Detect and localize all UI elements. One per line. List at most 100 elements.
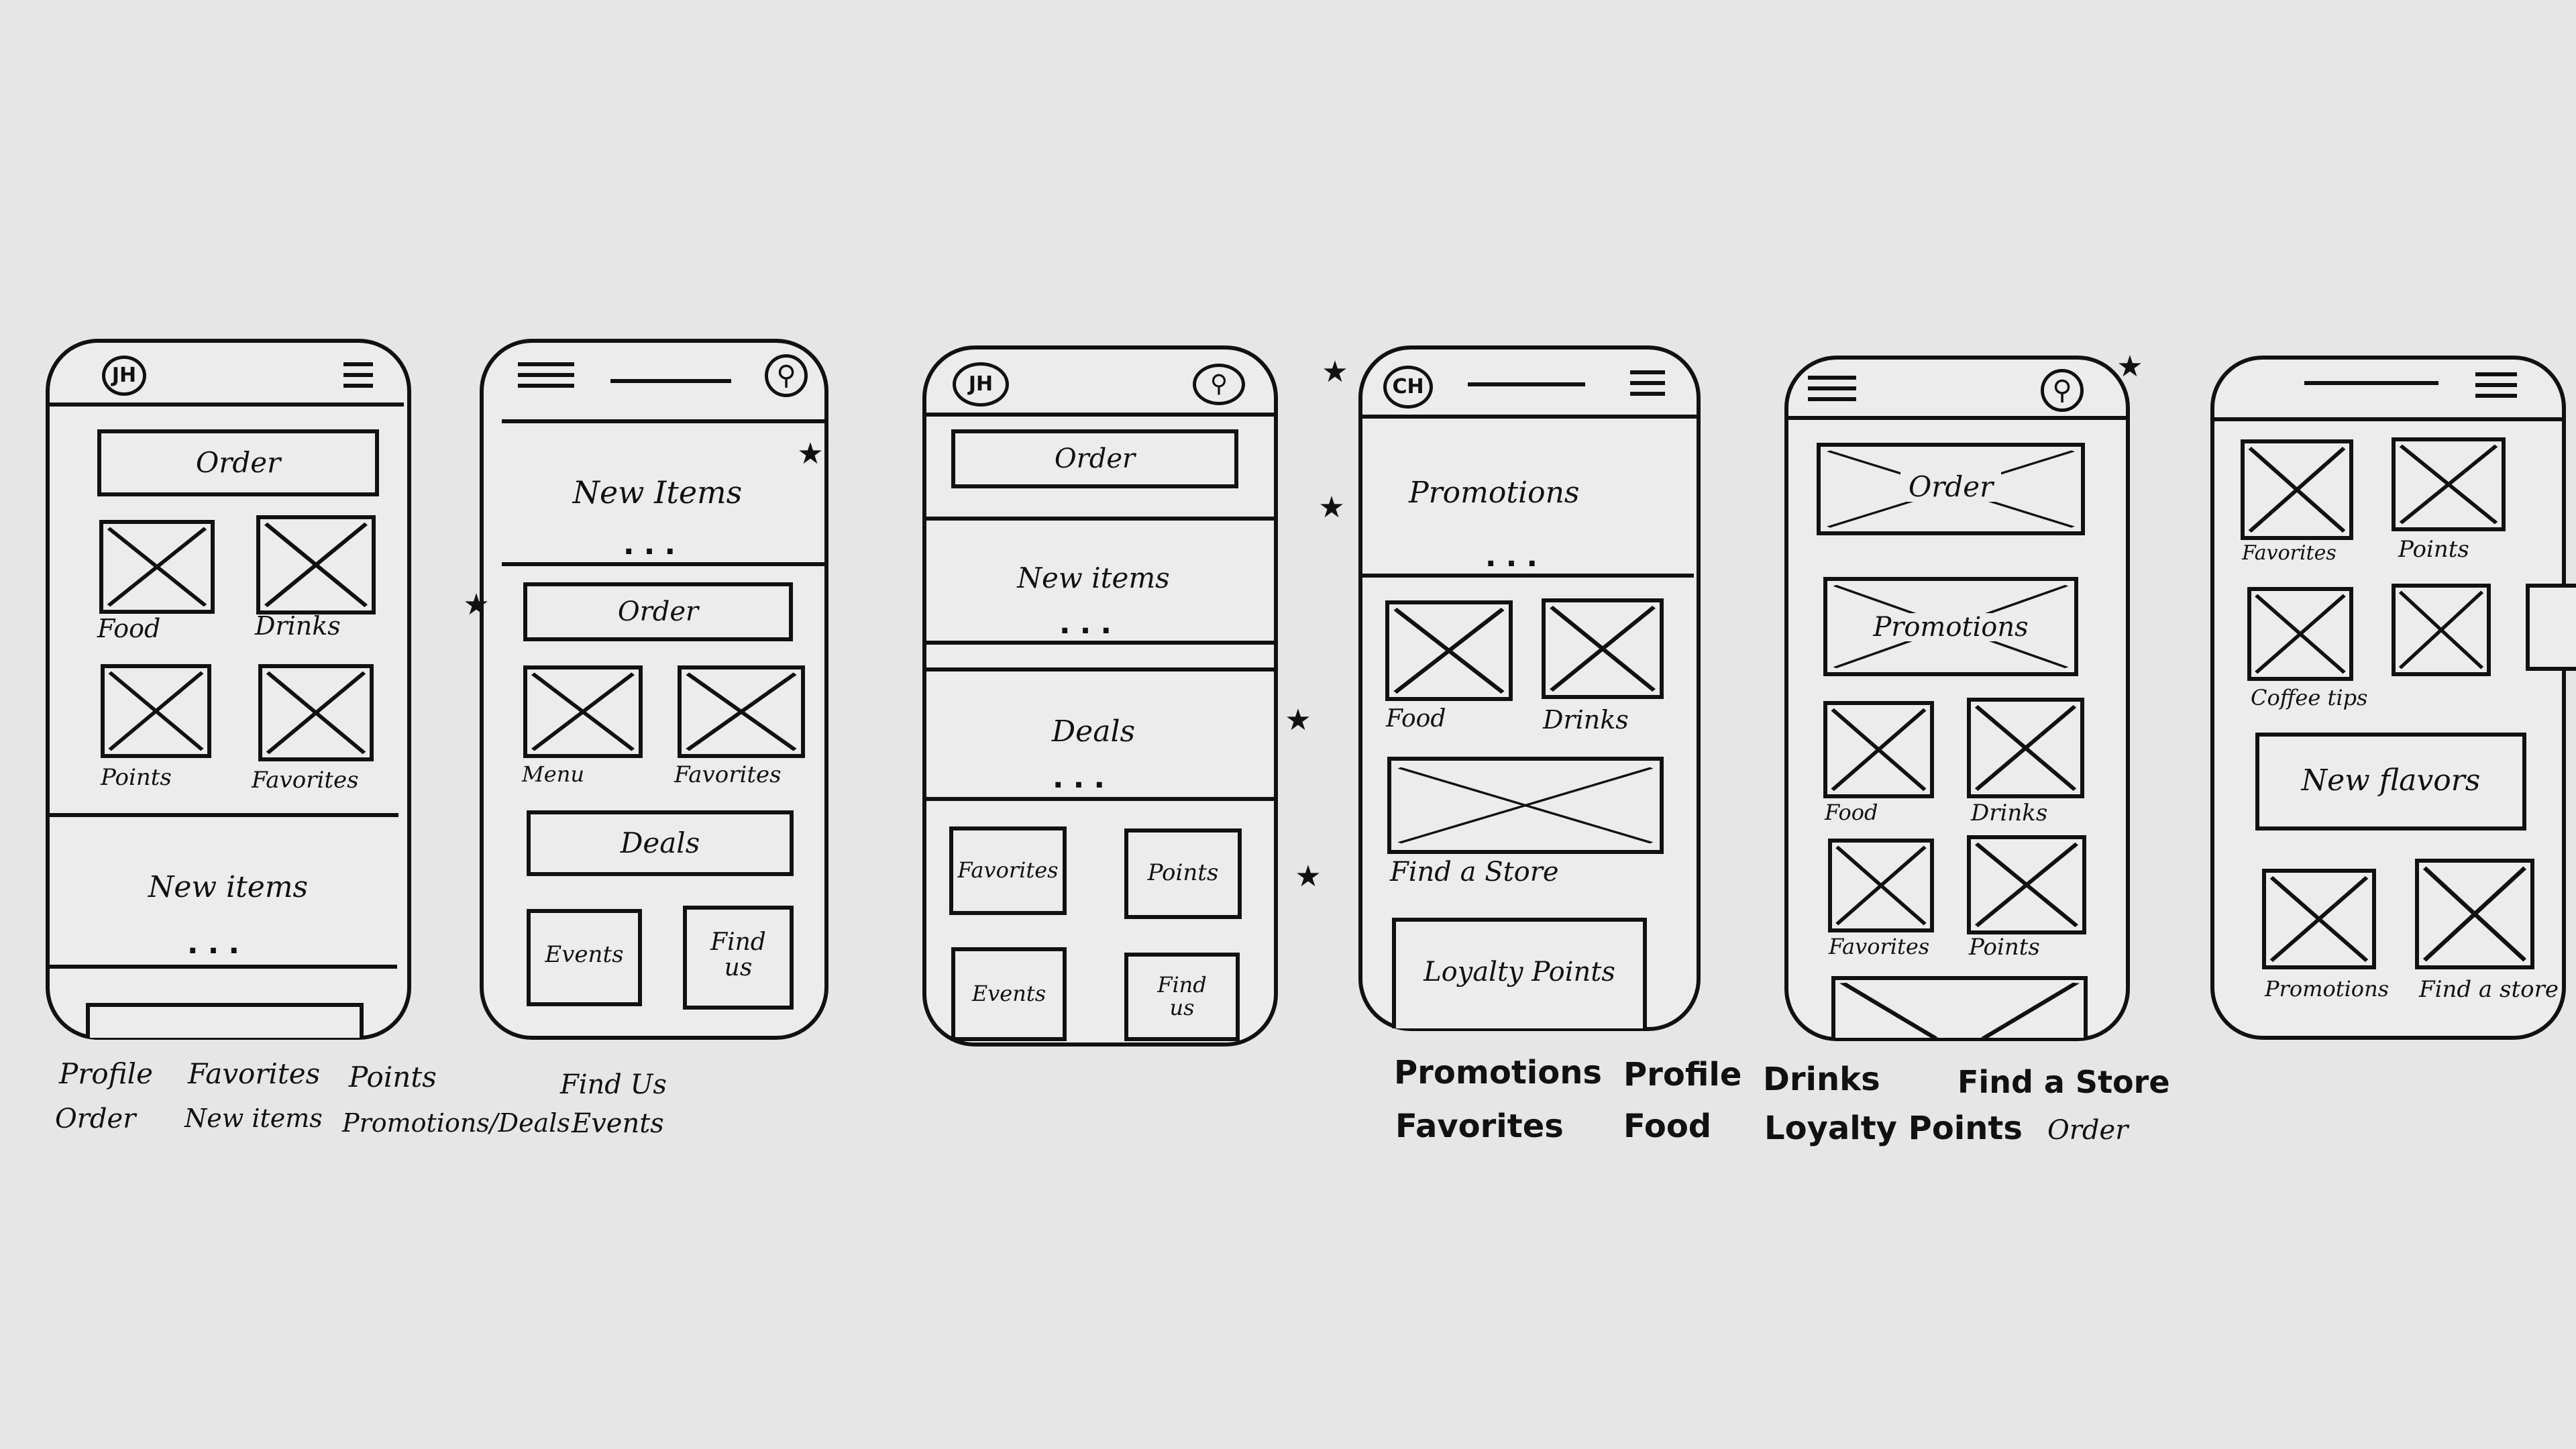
hamburger-menu-icon[interactable]: [518, 362, 574, 396]
favorites-tile-image[interactable]: [678, 665, 805, 758]
order-button[interactable]: Order: [1817, 443, 2085, 535]
favorites-tile-image[interactable]: [2241, 439, 2353, 540]
points-tile-label: Points: [1969, 934, 2040, 961]
favorites-button[interactable]: Favorites: [949, 826, 1067, 915]
promotions-tile-label: Promotions: [2265, 976, 2390, 1002]
drinks-tile-label: Drinks: [1971, 800, 2048, 826]
coffee-tips-tile-image[interactable]: [2247, 587, 2353, 681]
title-bar-line: [1468, 382, 1585, 386]
favorites-tile-image[interactable]: [1828, 839, 1934, 932]
order-button[interactable]: Order: [951, 429, 1238, 488]
section-divider: [926, 797, 1275, 801]
header-divider: [1362, 415, 1697, 419]
points-tile-image[interactable]: [2392, 437, 2506, 531]
find-store-tile-image[interactable]: [2415, 859, 2534, 969]
food-tile-image[interactable]: [99, 520, 215, 614]
promotions-label: Promotions: [1870, 613, 2031, 641]
star-annotation-icon: ★: [2116, 350, 2143, 384]
star-annotation-icon: ★: [1285, 703, 1311, 737]
order-button[interactable]: Order: [523, 582, 793, 641]
more-dots-icon[interactable]: ...: [1052, 761, 1115, 795]
section-divider: [926, 667, 1275, 672]
coffee-tips-label: Coffee tips: [2251, 685, 2368, 710]
header-divider: [1788, 416, 2127, 420]
more-dots-icon[interactable]: ...: [1485, 539, 1548, 574]
star-annotation-icon: ★: [1318, 490, 1345, 525]
points-tile-image[interactable]: [1967, 835, 2086, 934]
favorites-tile-image[interactable]: [258, 664, 374, 761]
bottom-nav-bar[interactable]: [86, 1003, 364, 1038]
section-divider: [1362, 574, 1694, 578]
note-food: Food: [1623, 1108, 1712, 1145]
points-tile-label: Points: [2398, 536, 2469, 563]
food-tile-label: Food: [97, 614, 161, 643]
drinks-tile-label: Drinks: [255, 611, 341, 641]
profile-person-icon[interactable]: ⚲: [765, 354, 808, 397]
carousel-next-tile[interactable]: [2526, 584, 2576, 671]
drinks-tile-image[interactable]: [256, 515, 376, 614]
points-button[interactable]: Points: [1124, 828, 1242, 919]
drinks-tile-image[interactable]: [1542, 598, 1664, 699]
note-find-a-store: Find a Store: [1957, 1064, 2170, 1100]
events-button[interactable]: Events: [951, 947, 1067, 1041]
note-find-us: Find Us: [560, 1069, 667, 1100]
section-divider: [502, 562, 827, 566]
profile-person-icon[interactable]: ⚲: [1193, 364, 1245, 405]
favorites-tile-label: Favorites: [2242, 541, 2337, 565]
header-divider: [48, 402, 404, 407]
food-tile-image[interactable]: [1823, 701, 1934, 798]
note-favorites: Favorites: [1395, 1108, 1564, 1145]
note-order: Order: [2047, 1115, 2129, 1146]
note-loyalty-points: Loyalty Points: [1764, 1110, 2023, 1147]
menu-tile-image[interactable]: [523, 665, 643, 758]
profile-person-icon[interactable]: ⚲: [2041, 369, 2084, 412]
note-promotions-deals: Promotions/Deals: [342, 1108, 570, 1138]
hamburger-menu-icon[interactable]: [1630, 370, 1665, 404]
promotions-tile-image[interactable]: [2262, 869, 2376, 969]
more-dots-icon[interactable]: ...: [186, 926, 250, 961]
drinks-tile-image[interactable]: [1967, 698, 2084, 798]
section-divider: [48, 813, 398, 817]
note-profile: Profile: [1623, 1056, 1742, 1093]
more-dots-icon[interactable]: ...: [1059, 606, 1122, 641]
note-favorites: Favorites: [188, 1057, 321, 1090]
header-divider: [926, 413, 1275, 417]
hamburger-menu-icon[interactable]: [343, 362, 373, 396]
find-us-button[interactable]: Find us: [1124, 953, 1240, 1041]
favorites-tile-label: Favorites: [1829, 934, 1930, 959]
promotions-button[interactable]: Promotions: [1823, 577, 2078, 676]
more-dots-icon[interactable]: ...: [623, 527, 686, 561]
note-new-items: New items: [184, 1104, 323, 1133]
find-store-image[interactable]: [1387, 757, 1664, 854]
drinks-tile-label: Drinks: [1543, 705, 1629, 735]
star-annotation-icon: ★: [1322, 355, 1348, 389]
hamburger-menu-icon[interactable]: [1808, 376, 1856, 409]
points-tile-image[interactable]: [101, 664, 211, 758]
deals-button[interactable]: Deals: [527, 810, 794, 876]
points-tile-label: Points: [101, 764, 172, 791]
food-tile-label: Food: [1825, 800, 1878, 825]
food-tile-image[interactable]: [1385, 600, 1513, 701]
profile-avatar-icon[interactable]: CH: [1383, 366, 1433, 409]
star-annotation-icon: ★: [797, 437, 824, 471]
loyalty-points-button[interactable]: Loyalty Points: [1392, 918, 1647, 1028]
find-us-button[interactable]: Find us: [683, 906, 794, 1010]
header-divider: [2214, 417, 2563, 421]
menu-tile-label: Menu: [522, 761, 584, 787]
events-button[interactable]: Events: [527, 909, 642, 1006]
new-items-section-title[interactable]: New Items: [572, 474, 743, 511]
note-profile: Profile: [59, 1057, 153, 1090]
profile-avatar-icon[interactable]: JH: [102, 356, 146, 396]
star-annotation-icon: ★: [463, 588, 490, 622]
new-items-section-title[interactable]: New items: [1017, 561, 1170, 594]
new-items-section-title[interactable]: New items: [148, 870, 309, 904]
note-points: Points: [349, 1061, 437, 1093]
bottom-banner-image[interactable]: [1831, 976, 2088, 1038]
promotions-section-title[interactable]: Promotions: [1409, 476, 1580, 510]
profile-avatar-icon[interactable]: JH: [953, 362, 1009, 407]
carousel-tile-image[interactable]: [2392, 584, 2491, 676]
deals-section-title[interactable]: Deals: [1051, 714, 1136, 749]
new-flavors-button[interactable]: New flavors: [2255, 733, 2526, 830]
hamburger-menu-icon[interactable]: [2475, 372, 2517, 406]
order-button[interactable]: Order: [97, 429, 379, 496]
